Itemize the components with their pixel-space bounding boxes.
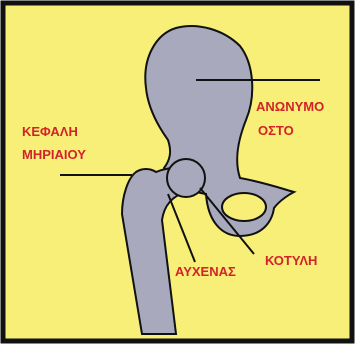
label-anonymo-line2: ΟΣΤΟ (258, 123, 294, 138)
label-kefali-line2: ΜΗΡΙΑΙΟΥ (22, 147, 86, 162)
obturator-foramen (222, 193, 266, 221)
label-kefali-line1: ΚΕΦΑΛΗ (22, 124, 78, 139)
label-auxenas: ΑΥΧΕΝΑΣ (175, 264, 236, 279)
label-anonymo-line1: ΑΝΩΝΥΜΟ (256, 99, 324, 114)
label-kotyli: ΚΟΤΥΛΗ (265, 253, 317, 268)
femoral-head (167, 159, 205, 197)
